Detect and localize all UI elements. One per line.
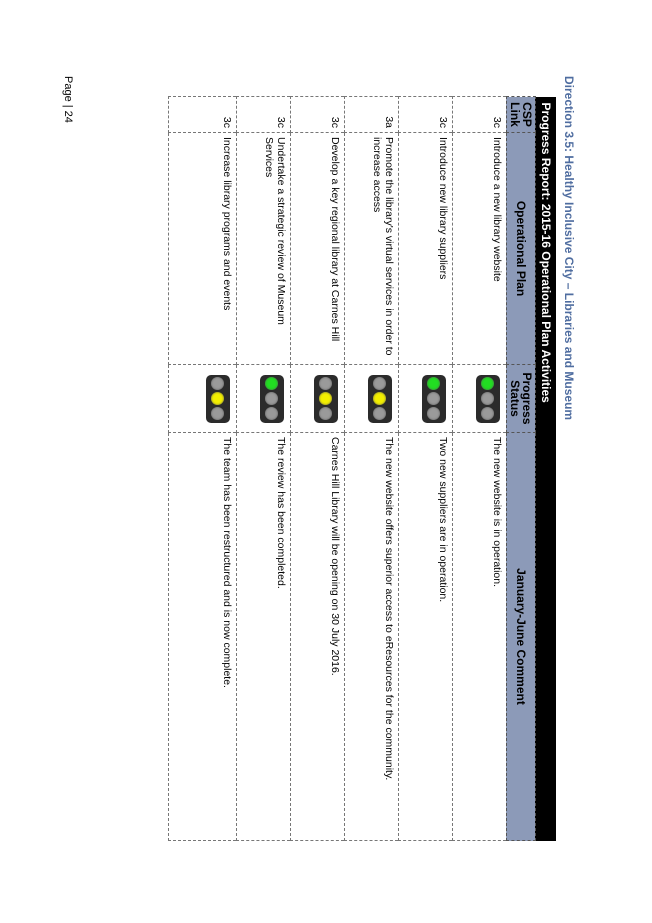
traffic-light-icon (206, 374, 230, 423)
comment-cell: The team has been restructured and is no… (168, 432, 237, 841)
traffic-light-icon (368, 374, 392, 423)
progress-status-cell (290, 364, 345, 433)
csp-link-cell: 3c (168, 96, 237, 133)
progress-status-cell (398, 364, 453, 433)
lamp-yellow (373, 391, 387, 405)
table-row: 3c Undertake a strategic review of Museu… (236, 96, 291, 841)
lamp-red (481, 406, 495, 420)
traffic-light-icon (314, 374, 338, 423)
lamp-yellow (427, 391, 441, 405)
table-row: 3c Develop a key regional library at Car… (290, 96, 345, 841)
operational-plan-cell: Promote the library's virtual services i… (344, 132, 399, 365)
report-title: Progress Report: 2015-16 Operational Pla… (535, 96, 556, 841)
progress-status-cell (344, 364, 399, 433)
report-title-row: Progress Report: 2015-16 Operational Pla… (535, 96, 556, 841)
operational-plan-cell: Undertake a strategic review of Museum S… (236, 132, 291, 365)
lamp-yellow (481, 391, 495, 405)
operational-plan-cell: Develop a key regional library at Carnes… (290, 132, 345, 365)
comment-cell: Two new suppliers are in operation. (398, 432, 453, 841)
csp-link-cell: 3c (236, 96, 291, 133)
lamp-yellow (265, 391, 279, 405)
lamp-red (319, 406, 333, 420)
lamp-red (265, 406, 279, 420)
traffic-light-icon (476, 374, 500, 423)
lamp-green (481, 377, 495, 391)
table-row: 3c Introduce new library suppliers Two n… (398, 96, 453, 841)
csp-link-cell: 3a (344, 96, 399, 133)
lamp-yellow (211, 391, 225, 405)
header-operational-plan: Operational Plan (506, 132, 536, 365)
report-body: 3c Introduce a new library website The n… (168, 96, 507, 841)
traffic-light-icon (260, 374, 284, 423)
lamp-green (211, 377, 225, 391)
lamp-green (373, 377, 387, 391)
lamp-red (427, 406, 441, 420)
comment-cell: Carnes Hill Library will be opening on 3… (290, 432, 345, 841)
lamp-red (373, 406, 387, 420)
progress-status-cell (168, 364, 237, 433)
csp-link-cell: 3c (398, 96, 453, 133)
comment-cell: The new website offers superior access t… (344, 432, 399, 841)
progress-report-table: Progress Report: 2015-16 Operational Pla… (168, 96, 556, 841)
operational-plan-cell: Introduce new library suppliers (398, 132, 453, 365)
column-header-row: CSP Link Operational Plan Progress Statu… (506, 96, 536, 841)
operational-plan-cell: Introduce a new library website (452, 132, 507, 365)
lamp-green (265, 377, 279, 391)
header-csp-link: CSP Link (506, 96, 536, 133)
comment-cell: The new website is in operation. (452, 432, 507, 841)
csp-link-cell: 3c (290, 96, 345, 133)
lamp-green (427, 377, 441, 391)
csp-link-cell: 3c (452, 96, 507, 133)
table-row: 3a Promote the library's virtual service… (344, 96, 399, 841)
header-progress-status: Progress Status (506, 364, 536, 433)
lamp-red (211, 406, 225, 420)
direction-title: Direction 3.5: Healthy Inclusive City – … (562, 76, 576, 421)
page-number: Page | 24 (62, 76, 74, 123)
table-row: 3c Increase library programs and events … (168, 96, 237, 841)
progress-status-cell (452, 364, 507, 433)
table-row: 3c Introduce a new library website The n… (452, 96, 507, 841)
operational-plan-cell: Increase library programs and events (168, 132, 237, 365)
header-comment: January-June Comment (506, 432, 536, 841)
progress-status-cell (236, 364, 291, 433)
comment-cell: The review has been completed. (236, 432, 291, 841)
traffic-light-icon (422, 374, 446, 423)
lamp-green (319, 377, 333, 391)
lamp-yellow (319, 391, 333, 405)
